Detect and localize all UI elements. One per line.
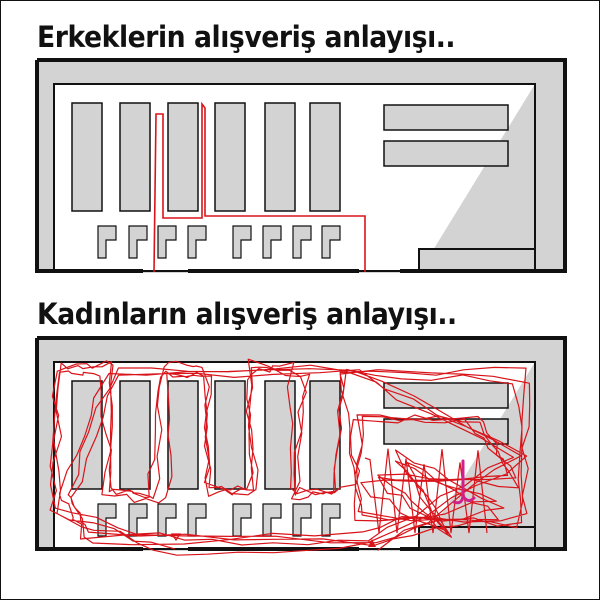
shelf: [214, 102, 246, 212]
shelf: [119, 380, 151, 490]
shelf: [309, 380, 341, 490]
checkout-counter: [292, 225, 312, 259]
checkout-counter: [97, 225, 117, 259]
men-floor-plan: [35, 58, 567, 273]
shelf: [309, 102, 341, 212]
checkout-counter: [232, 225, 252, 259]
counter-block: [418, 84, 536, 273]
checkout-counter: [187, 225, 207, 259]
checkout-counter: [157, 225, 177, 259]
outer-wall: [35, 58, 567, 273]
horizontal-shelf: [383, 104, 509, 131]
women-zigzag-path: [364, 448, 488, 534]
shelf: [167, 102, 199, 212]
checkout-counter: [157, 503, 177, 537]
counter-fill: [420, 528, 534, 549]
shelf: [264, 102, 296, 212]
women-floor-plan: [35, 336, 567, 556]
exit-arrow-icon: [170, 533, 182, 542]
entrance-arrow-icon: [368, 539, 376, 547]
men-shopping-path: [153, 101, 366, 273]
checkout-counter: [321, 225, 341, 259]
men-panel-title: Erkeklerin alışveriş anlayışı..: [37, 20, 456, 54]
shelf: [71, 102, 103, 212]
checkout-counter: [128, 225, 148, 259]
checkout-counter: [321, 503, 341, 537]
shelf: [119, 102, 151, 212]
checkout-counter: [97, 503, 117, 537]
checkout-counter: [292, 503, 312, 537]
shelf: [214, 380, 246, 490]
shelf: [167, 380, 199, 490]
women-shopping-path: [49, 358, 531, 556]
outer-wall: [35, 336, 567, 551]
pink-hook-mark: [452, 459, 476, 505]
checkout-counter: [128, 503, 148, 537]
shelf: [264, 380, 296, 490]
checkout-counter: [262, 225, 282, 259]
horizontal-shelf: [383, 140, 509, 167]
women-panel-title: Kadınların alışveriş anlayışı..: [37, 297, 457, 331]
counter-fill: [420, 250, 534, 271]
